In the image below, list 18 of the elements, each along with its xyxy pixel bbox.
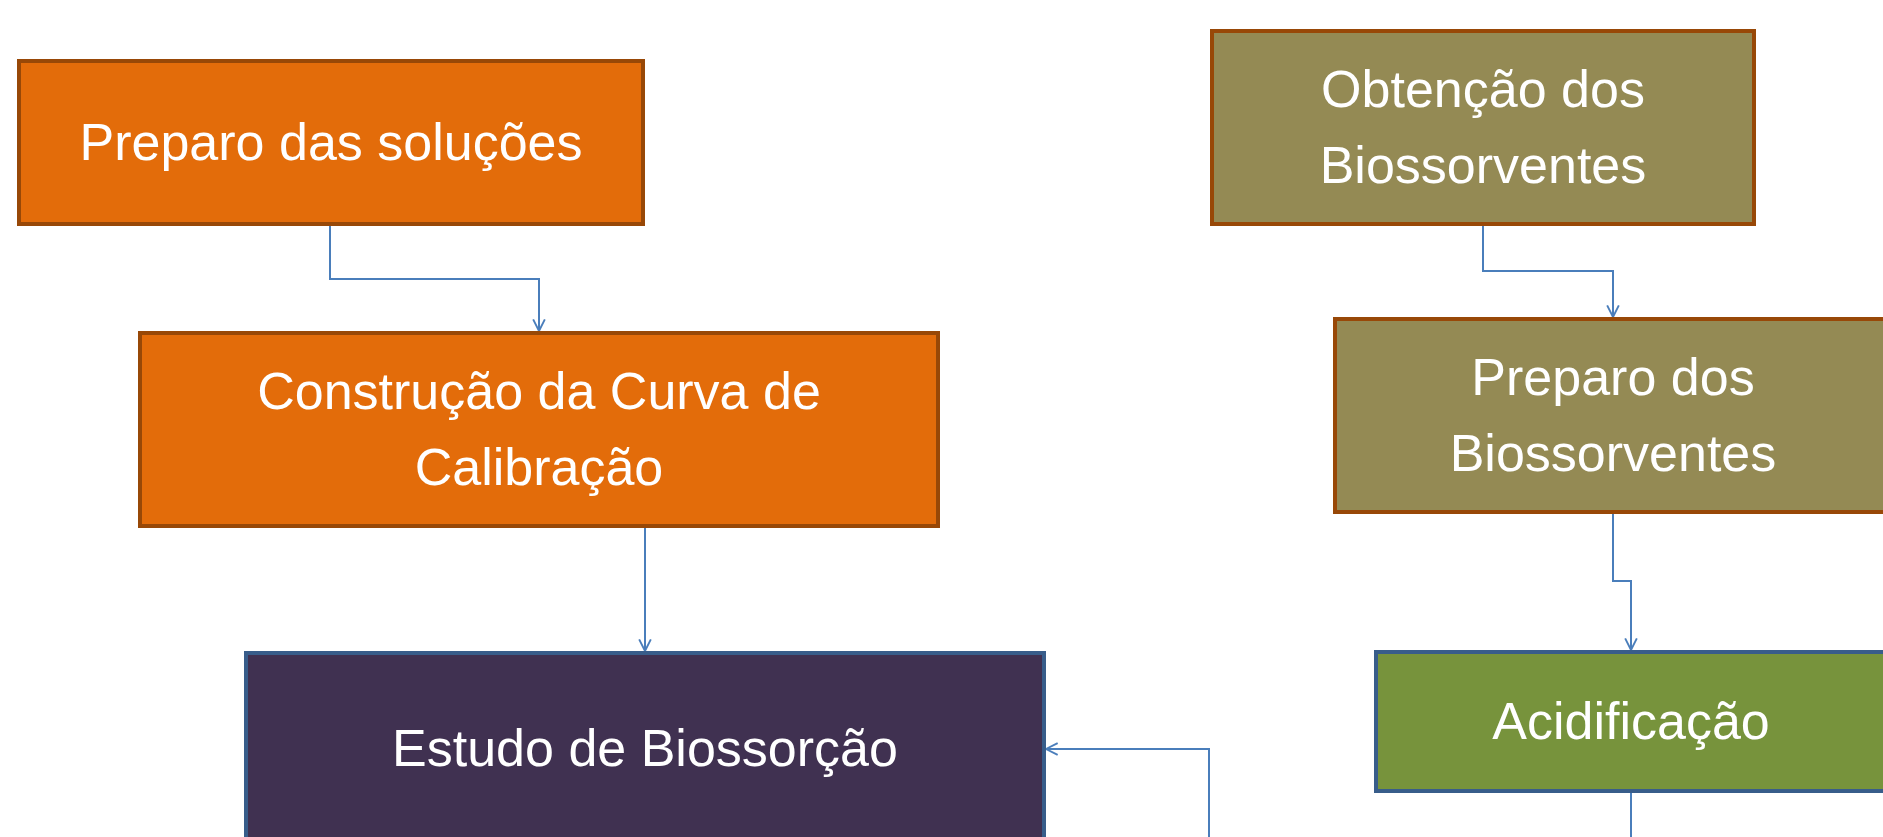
process-box [138,331,940,528]
box-label: Preparo dos Biossorventes [1448,347,1778,484]
process-box [1333,317,1883,514]
arrow [329,225,546,332]
process-box [17,59,645,226]
box-label: Acidificação [1492,690,1770,752]
arrow [638,527,652,652]
arrow [1045,742,1210,837]
box-label: Estudo de Biossorção [392,717,898,779]
arrow [1612,513,1638,651]
process-box [1374,650,1883,793]
process-box [1210,29,1756,226]
box-label: Preparo das soluções [79,111,583,173]
arrow [1482,225,1620,318]
connector-line [1630,792,1632,837]
box-label: Construção da Curva de Calibração [256,361,822,498]
box-label: Obtenção dos Biossorventes [1318,59,1648,196]
process-box [244,651,1046,837]
